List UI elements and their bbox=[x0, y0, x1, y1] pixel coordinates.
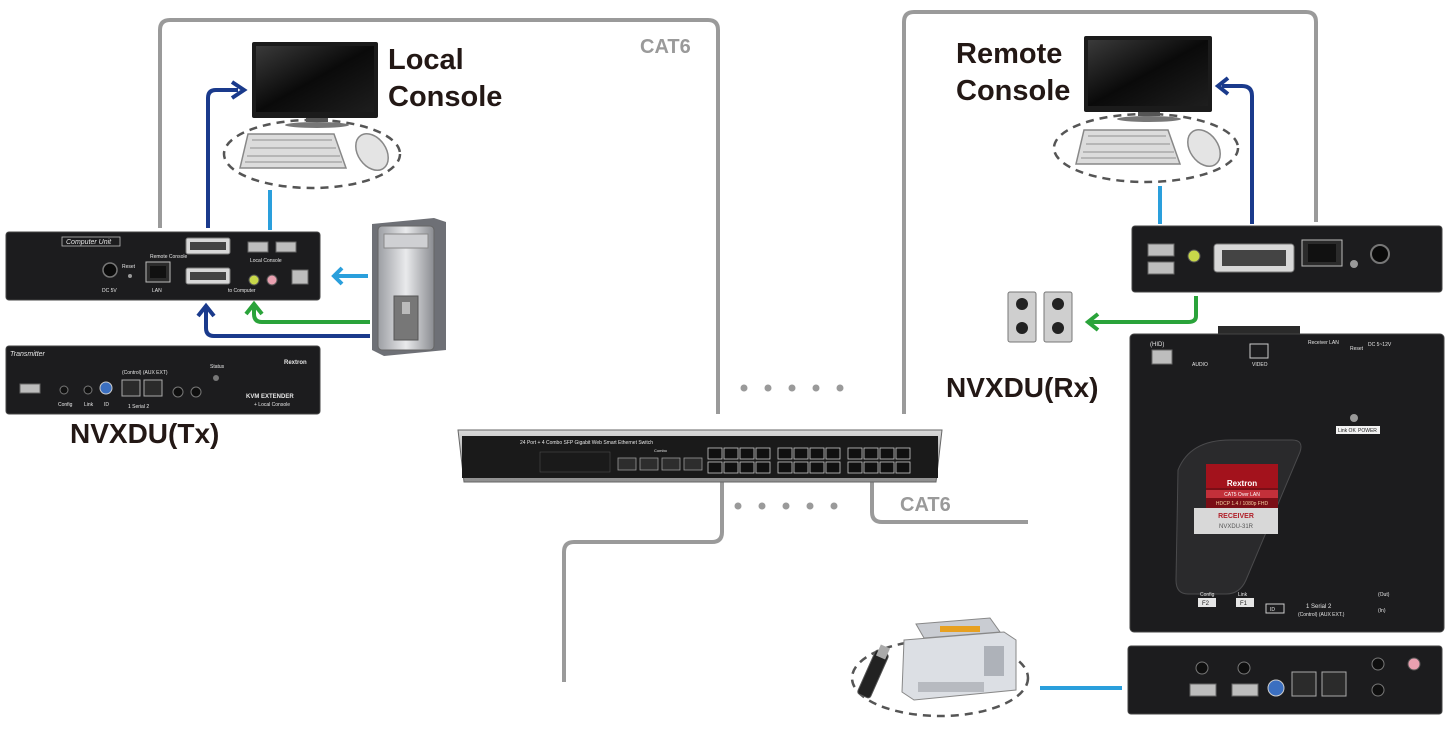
rx-ports-label: (Control) (AUX EXT.) bbox=[1298, 612, 1345, 618]
rx-badge-model: NVXDU-31R bbox=[1219, 524, 1254, 530]
tx-product-sub-label: + Local Console bbox=[254, 402, 290, 408]
audio-line-pc bbox=[252, 306, 370, 324]
speakers-icon bbox=[1007, 291, 1073, 343]
rx-link-label: Link bbox=[1238, 592, 1248, 598]
local-input-devices-group bbox=[222, 118, 402, 190]
usb-drive-icon bbox=[857, 644, 891, 699]
transmitter-name: NVXDU(Tx) bbox=[70, 418, 220, 449]
keyboard-icon bbox=[1075, 129, 1182, 165]
tx-to-computer-label: to Computer bbox=[228, 288, 256, 294]
tx-status-label: Status bbox=[210, 364, 225, 370]
sfp-ports bbox=[617, 457, 703, 471]
cable-label-top: CAT6 bbox=[640, 36, 691, 58]
remote-input-devices-group bbox=[1052, 112, 1240, 184]
local-console-label: Local Console bbox=[388, 42, 502, 116]
local-console-line1: Local bbox=[388, 44, 464, 76]
receiver-main-body: (HID) AUDIO VIDEO Receiver LAN Reset DC … bbox=[1129, 326, 1445, 633]
rx-f2-label: F2 bbox=[1202, 601, 1210, 607]
monitor-icon bbox=[1084, 36, 1212, 122]
video-arrow-pc bbox=[196, 302, 216, 318]
rx-in-label: (In) bbox=[1378, 608, 1386, 614]
switch-status-leds bbox=[539, 451, 611, 473]
rx-config-label: Config bbox=[1200, 592, 1215, 598]
printer-icon bbox=[901, 617, 1017, 701]
pc-tower-icon bbox=[372, 218, 446, 356]
rx-link-ok-label: Link OK bbox=[1338, 428, 1356, 434]
remote-console-line1: Remote bbox=[956, 38, 1063, 70]
cat6-cable-tx bbox=[158, 18, 720, 414]
rx-hid-label: (HID) bbox=[1150, 342, 1164, 348]
ethernet-switch-icon: 24 Port + 4 Combo SFP Gigabit Web Smart … bbox=[457, 429, 943, 483]
remote-console-label: Remote Console bbox=[956, 36, 1070, 110]
cat6-cable-bottom bbox=[562, 480, 724, 682]
rx-brand: Rextron bbox=[1227, 479, 1257, 488]
rx-badge-line1: CAT5 Over LAN bbox=[1224, 492, 1260, 498]
rx-dc-label: DC 5~12V bbox=[1368, 342, 1392, 348]
video-arrow-local bbox=[230, 80, 248, 100]
video-line-remote bbox=[1222, 84, 1254, 224]
transmitter-computer-unit: Computer Unit DC 5V Reset LAN Local Cons… bbox=[5, 231, 321, 301]
tx-reset-label: Reset bbox=[122, 264, 136, 270]
mouse-icon bbox=[1187, 129, 1221, 167]
tx-ports-label: (Control) (AUX EXT) bbox=[122, 370, 168, 376]
audio-arrow-pc bbox=[244, 300, 264, 316]
rx-badge-role: RECEIVER bbox=[1218, 513, 1254, 520]
tx-remote-console-label: Remote Console bbox=[150, 254, 187, 260]
tx-link-label: Link bbox=[84, 402, 94, 408]
local-console-line2: Console bbox=[388, 81, 503, 113]
receiver-rear-panel bbox=[1131, 225, 1443, 293]
tx-product-label: KVM EXTENDER bbox=[246, 394, 294, 400]
monitor-icon bbox=[252, 42, 378, 128]
tx-lan-label: LAN bbox=[152, 288, 162, 294]
rx-audio-label: AUDIO bbox=[1192, 362, 1208, 368]
tx-id-label: ID bbox=[104, 402, 109, 408]
tx-front-caption: Transmitter bbox=[10, 351, 46, 358]
mouse-icon bbox=[355, 133, 389, 171]
rx-reset-label: Reset bbox=[1350, 346, 1364, 352]
rx-serial-label: 1 Serial 2 bbox=[1306, 604, 1332, 610]
tx-power-label: DC 5V bbox=[102, 288, 117, 294]
tx-local-console-label: Local Console bbox=[250, 258, 282, 264]
audio-line-remote bbox=[1090, 296, 1198, 324]
more-ports-dots-top bbox=[740, 384, 844, 392]
receiver-front-panel bbox=[1127, 645, 1443, 715]
remote-console-line2: Console bbox=[956, 75, 1071, 107]
tx-config-label: Config bbox=[58, 402, 73, 408]
tx-unit-caption: Computer Unit bbox=[66, 239, 112, 246]
rx-lan-label: Receiver LAN bbox=[1308, 340, 1339, 346]
video-line-pc bbox=[204, 308, 370, 338]
transmitter-front-panel: Transmitter Rextron Config Link ID (Cont… bbox=[5, 345, 321, 415]
video-arrow-remote bbox=[1214, 76, 1230, 96]
rx-f1-label: F1 bbox=[1240, 601, 1248, 607]
cat6-cable-rx bbox=[902, 10, 1318, 414]
video-line-local bbox=[206, 88, 238, 228]
receiver-name: NVXDU(Rx) bbox=[946, 372, 1099, 403]
switch-combo-label: Combo bbox=[654, 448, 668, 453]
tx-serial-label: 1 Serial 2 bbox=[128, 404, 149, 410]
keyboard-icon bbox=[239, 133, 348, 169]
more-ports-dots-bottom bbox=[734, 502, 838, 510]
cat6-cable-right bbox=[870, 480, 1028, 524]
rx-out-label: (Out) bbox=[1378, 592, 1390, 598]
switch-rj45-ports bbox=[707, 447, 911, 474]
usb-arrow-pc bbox=[331, 266, 344, 286]
rx-video-label: VIDEO bbox=[1252, 362, 1268, 368]
rx-power-label: POWER bbox=[1358, 428, 1377, 434]
rx-badge-line2: HDCP 1.4 / 1080p FHD bbox=[1216, 501, 1269, 507]
audio-arrow-remote bbox=[1084, 312, 1100, 332]
rx-id-label: ID bbox=[1270, 607, 1275, 613]
cable-label-right: CAT6 bbox=[900, 494, 951, 516]
switch-caption: 24 Port + 4 Combo SFP Gigabit Web Smart … bbox=[520, 440, 653, 446]
tx-brand: Rextron bbox=[284, 360, 307, 366]
